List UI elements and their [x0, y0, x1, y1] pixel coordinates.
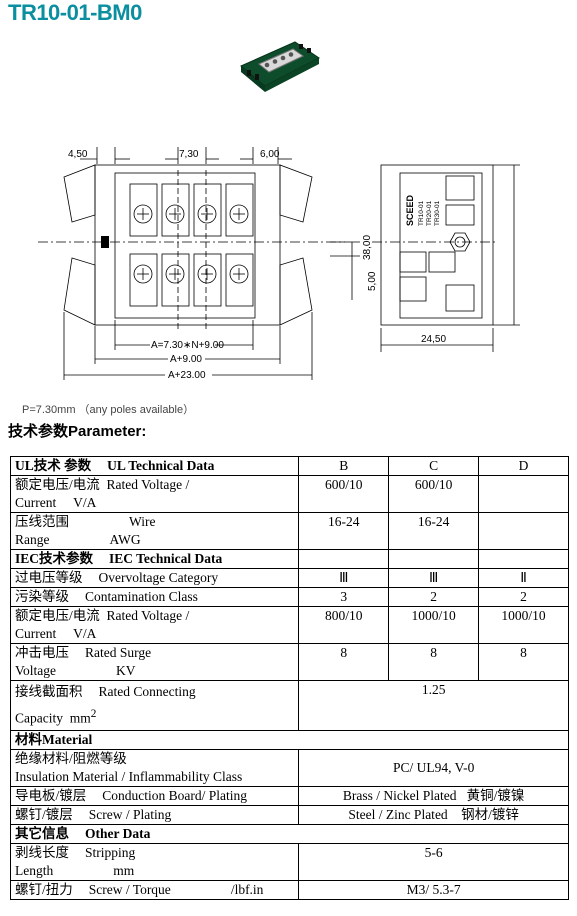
- dim-245-label: 24,50: [421, 334, 446, 345]
- side-brand-label: SCEED: [405, 194, 415, 226]
- iec-rv-d: 1000/10: [478, 606, 569, 644]
- empty-cell: [388, 549, 480, 569]
- rs-b: 8: [298, 643, 390, 681]
- empty-cell: [478, 549, 569, 569]
- screw-plating-value: Steel / Zinc Plated 钢材/镀锌: [298, 804, 569, 825]
- dim-5-label: 5,00: [367, 271, 378, 291]
- stripping-value: 5-6: [298, 842, 569, 881]
- table-row: 额定电压/电流 Rated Voltage /Current V/A 600/1…: [9, 475, 569, 513]
- rcc-value: 1.25: [298, 680, 569, 731]
- ul-rv-d: [478, 475, 569, 513]
- ul-wr-c: 16-24: [388, 512, 480, 550]
- product-title: TR10-01-BM0: [8, 0, 142, 25]
- dim-a-label: A=7.30∗N+9.00: [151, 340, 224, 351]
- col-c-header: C: [388, 456, 480, 476]
- cc-b: 3: [298, 587, 390, 607]
- table-row: 额定电压/电流 Rated Voltage /Current V/A 800/1…: [9, 606, 569, 644]
- oc-c: Ⅲ: [388, 568, 480, 588]
- product-photo: [240, 41, 320, 92]
- ul-wr-d: [478, 512, 569, 550]
- rs-d: 8: [478, 643, 569, 681]
- oc-d: Ⅱ: [478, 568, 569, 588]
- col-d-header: D: [478, 456, 569, 476]
- oc-b: Ⅲ: [298, 568, 390, 588]
- torque-value: M3/ 5.3-7: [298, 879, 569, 900]
- conduction-board-value: Brass / Nickel Plated 黄铜/镀镍: [298, 785, 569, 806]
- side-model-1: TR10-01: [418, 200, 425, 226]
- iec-rv-c: 1000/10: [388, 606, 480, 644]
- insulation-value: PC/ UL94, V-0: [298, 748, 569, 787]
- material-section-header: 材料Material: [10, 729, 569, 750]
- side-model-2: TR20-01: [426, 200, 433, 226]
- col-b-header: B: [298, 456, 390, 476]
- cc-d: 2: [478, 587, 569, 607]
- dim-a9-label: A+9.00: [170, 354, 202, 365]
- rated-voltage-label: 额定电压/电流 Rated Voltage /Current V/A: [9, 475, 300, 513]
- dim-38-label: 38,00: [362, 235, 373, 260]
- empty-cell: [298, 549, 390, 569]
- ul-rv-b: 600/10: [298, 475, 390, 513]
- iec-rv-b: 800/10: [298, 606, 390, 644]
- iec-rated-voltage-label: 额定电压/电流 Rated Voltage /Current V/A: [9, 606, 300, 644]
- cc-c: 2: [388, 587, 480, 607]
- table-row: 材料Material: [10, 729, 569, 750]
- ul-wr-b: 16-24: [298, 512, 390, 550]
- ul-rv-c: 600/10: [388, 475, 480, 513]
- dim-right-label: 6,00: [260, 149, 280, 160]
- dim-a23-label: A+23.00: [168, 370, 206, 381]
- rs-c: 8: [388, 643, 480, 681]
- dimension-drawing: 4,50 7,30 6,00 A=7.30∗N+9.00 A+9.00 A+23…: [38, 147, 520, 381]
- pitch-note: P=7.30mm （any poles available）: [22, 404, 195, 416]
- parameter-heading: 技术参数Parameter:: [8, 423, 147, 440]
- dim-pitch-label: 7,30: [179, 149, 199, 160]
- dim-left-label: 4,50: [68, 149, 88, 160]
- side-model-3: TR30-01: [434, 200, 441, 226]
